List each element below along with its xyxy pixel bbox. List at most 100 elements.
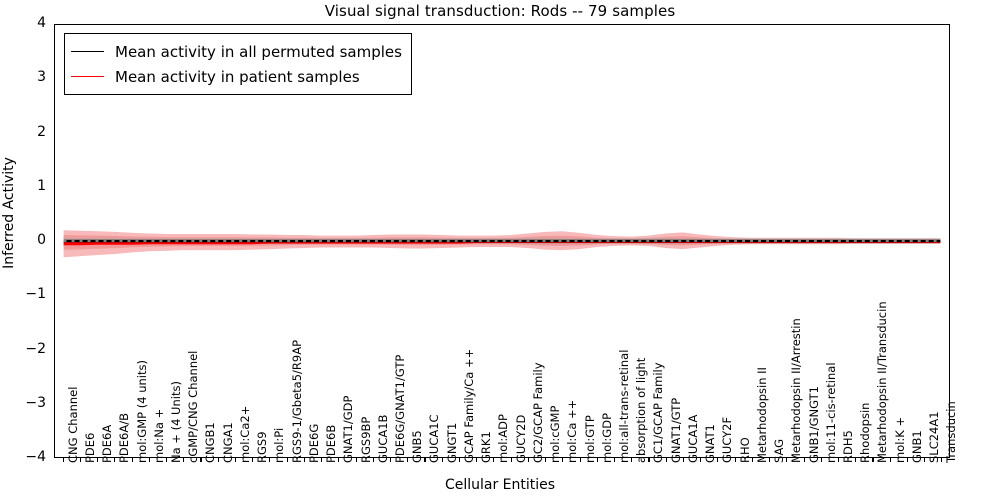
x-tick-label: GUCA1C [427,414,442,463]
x-tick-mark [441,458,443,462]
y-axis-label: Inferred Activity [1,157,17,269]
x-tick-mark [648,458,650,462]
x-tick-label: Metarhodopsin II [754,367,769,463]
x-tick-label: mol:GTP [582,415,597,463]
x-tick-label: mol:ADP [496,414,511,463]
x-tick-label: GNB5 [410,430,425,463]
x-tick-label: SAG [772,438,787,463]
x-tick-label: GNB1/GNGT1 [806,386,821,463]
x-tick-label: GUCY2D [513,414,528,463]
legend-label: Mean activity in patient samples [115,67,360,86]
x-tick-mark [924,458,926,462]
y-tick-label: −3 [25,394,46,411]
x-tick-mark [62,458,64,462]
y-tick-label: 4 [37,15,46,31]
x-tick-label: PDE6A/B [117,412,132,463]
x-tick-label: SLC24A1 [927,411,942,463]
x-tick-label: PDE6A [100,424,115,463]
x-tick-mark [321,458,323,462]
x-tick-mark [786,458,788,462]
x-tick-mark [114,458,116,462]
x-tick-label: RGS9 [255,431,270,463]
x-tick-mark [148,458,150,462]
x-tick-mark [631,458,633,462]
x-tick-mark [941,458,943,462]
y-tick-label: −2 [25,340,46,357]
x-tick-mark [390,458,392,462]
x-tick-label: Na + (4 Units) [169,381,183,463]
x-tick-mark [906,458,909,462]
x-tick-mark [545,458,547,462]
x-tick-mark [527,458,529,462]
x-tick-label: RDH5 [841,430,855,463]
x-tick-label: CNGB1 [203,422,218,463]
x-tick-label: PDE6 [82,432,97,463]
legend-item[interactable]: Mean activity in patient samples [71,64,402,89]
x-tick-mark [510,458,512,462]
x-tick-label: mol:Ca2+ [237,405,252,463]
x-tick-mark [493,458,495,462]
x-tick-mark [889,458,891,462]
x-tick-mark [855,458,857,462]
x-tick-mark [407,458,409,462]
x-tick-mark [252,458,254,462]
x-tick-mark [700,458,702,462]
x-tick-label: CNG Channel [65,386,80,463]
x-tick-mark [131,458,133,462]
x-tick-label: GCAP Family/Ca ++ [461,348,476,463]
x-tick-label: GNAT1/GDP [341,395,356,463]
x-tick-label: mol:GDP [599,412,614,463]
y-tick-label: −1 [25,286,46,303]
x-tick-mark [579,458,581,462]
x-tick-mark [614,458,616,462]
x-tick-mark [286,458,288,462]
x-tick-label: RHO [737,437,752,463]
x-tick-label: mol:Ca ++ [565,399,580,463]
x-tick-mark [338,458,340,462]
legend-line-icon [71,76,104,77]
x-tick-mark [234,458,237,462]
x-tick-label: RGS9-1/Gbeta5/R9AP [289,339,304,463]
x-tick-label: PDE6G/GNAT1/GTP [393,354,407,463]
x-tick-mark [562,458,564,462]
y-tick-label: 2 [37,123,46,140]
legend-line-icon [71,51,104,52]
x-tick-label: mol:cGMP [548,405,563,463]
x-tick-mark [200,458,202,462]
x-tick-mark [682,458,685,462]
x-tick-mark [372,458,374,462]
x-tick-label: GUCY2F [720,416,735,463]
x-tick-label: mol:Pi [272,427,287,463]
x-tick-mark [166,458,168,462]
plot-canvas [63,230,941,258]
x-tick-label: mol:Na + [151,408,166,463]
x-tick-label: GNGT1 [444,422,459,463]
x-tick-label: GNAT1 [703,424,718,463]
y-tick-label: 0 [37,232,46,248]
x-tick-mark [769,458,771,462]
x-tick-mark [97,458,99,462]
x-tick-label: PDE6G [306,423,321,463]
x-tick-mark [183,458,185,462]
y-tick-label: 3 [37,69,46,86]
x-tick-label: mol:all-trans-retinal [617,349,631,463]
x-tick-mark [803,458,805,462]
y-tick-label: −4 [25,449,46,465]
x-tick-mark [872,458,874,462]
x-tick-label: cGMP/CNG Channel [186,350,201,463]
x-tick-mark [751,458,753,462]
x-tick-label: GC1/GCAP Family [651,362,666,463]
x-tick-label: mol:K + [892,416,907,463]
chart-title: Visual signal transduction: Rods -- 79 s… [324,2,676,20]
plot-area [54,24,950,458]
x-tick-mark [665,458,667,462]
x-tick-label: Transducin [944,401,959,463]
legend-item[interactable]: Mean activity in all permuted samples [71,39,402,64]
x-tick-mark [269,458,271,462]
x-tick-label: RGS9BP [358,416,373,463]
x-tick-mark [596,458,598,462]
x-tick-label: Metarhodopsin II/Arrestin [789,318,804,463]
x-tick-label: PDE6B [324,424,339,463]
